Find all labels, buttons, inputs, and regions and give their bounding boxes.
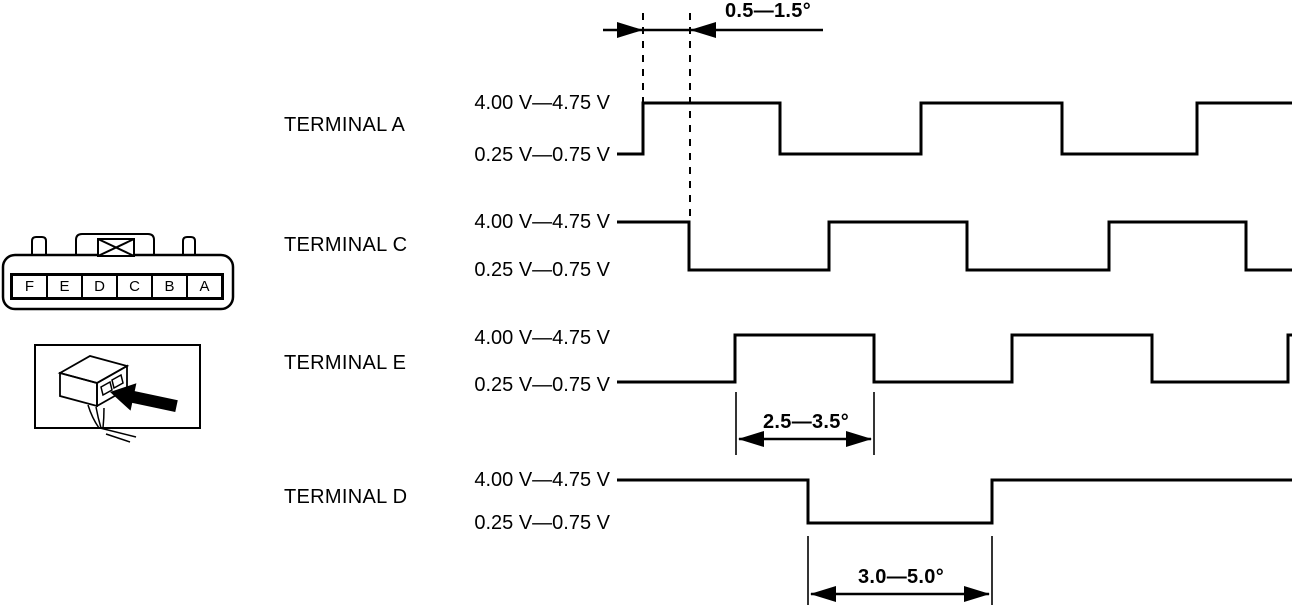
waveform-terminal-a bbox=[617, 101, 1292, 156]
terminal-d-label: TERMINAL D bbox=[284, 486, 408, 508]
icon-slot-2 bbox=[111, 373, 124, 390]
pin-b: B bbox=[151, 276, 186, 297]
terminal-e-label: TERMINAL E bbox=[284, 352, 407, 374]
terminal-d-high-voltage: 4.00 V—4.75 V bbox=[474, 469, 610, 491]
icon-box-top bbox=[57, 355, 130, 384]
probe-arrow bbox=[110, 383, 178, 413]
icon-wire-3 bbox=[102, 407, 105, 429]
terminal-a-label: TERMINAL A bbox=[284, 114, 406, 136]
span-2-arrow-left bbox=[810, 586, 836, 602]
icon-wire-1 bbox=[87, 404, 100, 429]
connector-pin-strip: F E D C B A bbox=[10, 273, 224, 300]
waveform-terminal-d bbox=[617, 478, 1292, 525]
connector-right-tab bbox=[182, 236, 196, 256]
connector-drawing bbox=[1, 233, 235, 311]
top-measure-arrow-right bbox=[617, 22, 643, 38]
phase-offset-top-label: 0.5—1.5° bbox=[724, 0, 812, 22]
icon-box-front bbox=[59, 371, 98, 408]
connector-probe-icon bbox=[34, 344, 201, 443]
pin-c: C bbox=[116, 276, 151, 297]
pin-d: D bbox=[81, 276, 116, 297]
span-2-arrow-right bbox=[964, 586, 990, 602]
icon-wire-4 bbox=[99, 427, 137, 438]
terminal-a-high-voltage: 4.00 V—4.75 V bbox=[474, 92, 610, 114]
terminal-c-high-voltage: 4.00 V—4.75 V bbox=[474, 211, 610, 233]
terminal-c-label: TERMINAL C bbox=[284, 234, 408, 256]
pulse-width-e-label: 2.5—3.5° bbox=[762, 411, 850, 433]
waveform-terminal-e bbox=[617, 333, 1292, 384]
terminal-d-low-voltage: 0.25 V—0.75 V bbox=[474, 512, 610, 534]
terminal-e-low-voltage: 0.25 V—0.75 V bbox=[474, 374, 610, 396]
pulse-width-d-label: 3.0—5.0° bbox=[857, 566, 945, 588]
terminal-a-low-voltage: 0.25 V—0.75 V bbox=[474, 144, 610, 166]
icon-wire-2 bbox=[95, 406, 102, 429]
pin-e: E bbox=[46, 276, 81, 297]
span-1-arrow-right bbox=[846, 431, 872, 447]
span-1-arrow-left bbox=[738, 431, 764, 447]
icon-wire-5 bbox=[105, 433, 131, 443]
waveform-terminal-c bbox=[617, 220, 1292, 272]
latch-cross-2 bbox=[97, 238, 135, 257]
connector-left-tab bbox=[31, 236, 47, 256]
icon-slot-1 bbox=[100, 380, 113, 397]
terminal-c-low-voltage: 0.25 V—0.75 V bbox=[474, 259, 610, 281]
terminal-e-high-voltage: 4.00 V—4.75 V bbox=[474, 327, 610, 349]
pin-f: F bbox=[24, 278, 35, 295]
connector-latch bbox=[75, 233, 155, 256]
icon-frame bbox=[34, 344, 201, 429]
pin-a: A bbox=[186, 276, 221, 297]
top-measure-arrow-left bbox=[690, 22, 716, 38]
